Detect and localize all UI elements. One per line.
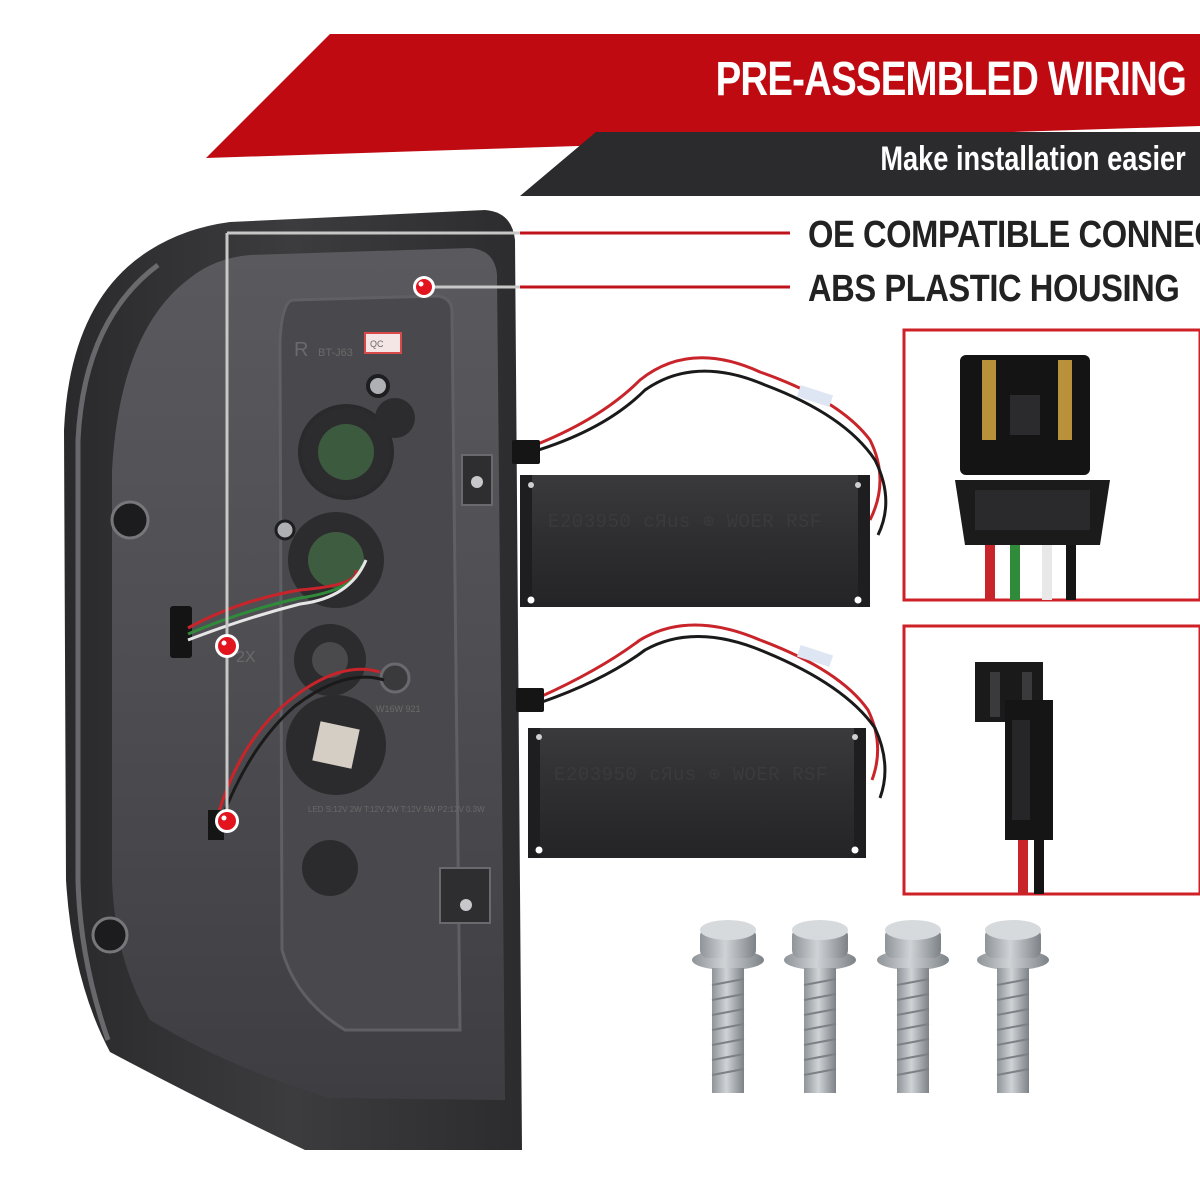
mounting-screw-2 (784, 920, 856, 1093)
size-mark: 2X (236, 649, 256, 666)
mount-stud-upper (110, 500, 150, 540)
qc-sticker (364, 332, 402, 354)
module-2-marking: E203950 cЯus ⊕ WOER RSF (554, 764, 828, 786)
callout-label-housing: ABS PLASTIC HOUSING (808, 268, 1180, 310)
callout-dot-connector-2 (215, 809, 239, 833)
red-title-banner (206, 34, 1200, 158)
side-connector (170, 606, 192, 658)
mounting-screw-1 (692, 920, 764, 1093)
side-mark: R (294, 339, 308, 361)
mounting-screw-4 (977, 920, 1049, 1093)
qc-sticker-text: QC (370, 339, 384, 349)
header-banners (206, 34, 1200, 196)
banner-subtitle: Make installation easier (880, 140, 1186, 178)
mounting-screw-3 (877, 920, 949, 1093)
module-1-marking: E203950 cЯus ⊕ WOER RSF (548, 511, 822, 533)
resistor-module-2: E203950 cЯus ⊕ WOER RSF (516, 623, 887, 858)
screw-mid (274, 519, 296, 541)
connector-detail-box-1 (902, 328, 1200, 602)
module-2-plug (516, 688, 544, 712)
bulb-socket-5 (302, 840, 358, 896)
callout-dot-housing (413, 276, 435, 298)
callout-label-connectors: OE COMPATIBLE CONNECTORS (808, 214, 1200, 256)
callout-dot-connector-1 (215, 634, 239, 658)
bulb-spec: W16W 921 (376, 704, 421, 714)
small-socket (375, 398, 415, 438)
part-code: BT-J63 (318, 347, 353, 359)
module-1-plug (512, 440, 540, 464)
connector-detail-box-2 (902, 624, 1200, 896)
resistor-module-1: E203950 cЯus ⊕ WOER RSF (512, 356, 888, 607)
mount-bracket-bottom (439, 867, 491, 924)
housing-rim (75, 262, 160, 1041)
dark-subtitle-banner (520, 132, 1200, 196)
screw-top (366, 374, 390, 398)
led-spec: LED S:12V 2W T:12V 2W T:12V 5W P2:12V 0.… (308, 805, 485, 814)
mount-stud-lower (91, 916, 129, 954)
internal-wire-red-2 (216, 667, 381, 816)
banner-title: PRE-ASSEMBLED WIRING (715, 53, 1187, 106)
